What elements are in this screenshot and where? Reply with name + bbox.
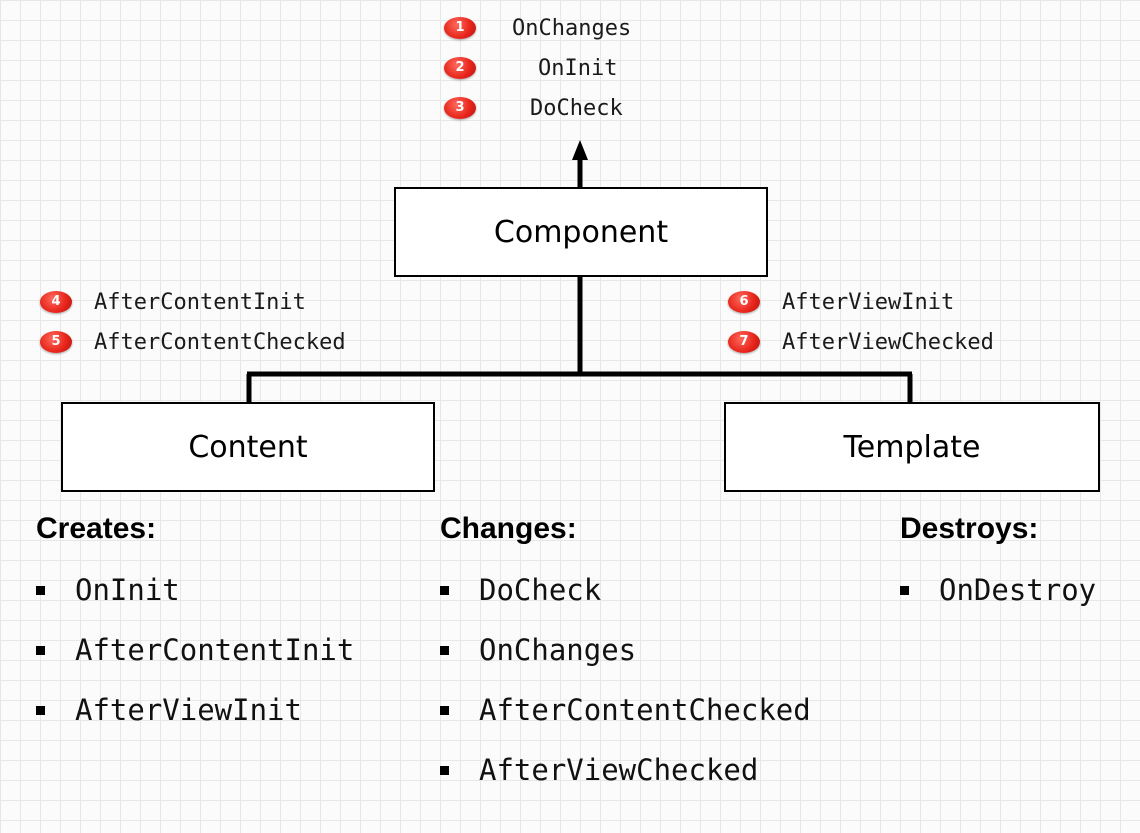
list-item: OnChanges: [440, 620, 811, 680]
template-box: Template: [724, 402, 1100, 492]
badge-2: 2: [444, 57, 476, 79]
hook-aftercontentinit: 4 AfterContentInit: [40, 288, 306, 316]
list-item-label: DoCheck: [479, 573, 602, 607]
list-item-label: OnInit: [75, 573, 180, 607]
list-item: AfterViewChecked: [440, 740, 811, 800]
list-item-label: AfterContentInit: [75, 633, 355, 667]
bullet-icon: [440, 765, 449, 775]
changes-heading: Changes:: [440, 512, 577, 545]
bullet-icon: [36, 705, 45, 715]
list-item: AfterContentChecked: [440, 680, 811, 740]
badge-7: 7: [728, 331, 760, 353]
hook-onchanges: 1 OnChanges: [444, 14, 631, 42]
hook-afterviewchecked: 7 AfterViewChecked: [728, 328, 994, 356]
changes-list: DoCheck OnChanges AfterContentChecked Af…: [440, 560, 811, 800]
hook-aftercontentchecked: 5 AfterContentChecked: [40, 328, 346, 356]
hook-oninit: 2 OnInit: [444, 54, 617, 82]
bullet-icon: [36, 585, 45, 595]
list-item: AfterContentInit: [36, 620, 354, 680]
badge-4: 4: [40, 291, 72, 313]
list-item: OnDestroy: [900, 560, 1096, 620]
badge-1: 1: [444, 17, 476, 39]
badge-5: 5: [40, 331, 72, 353]
hook-label: OnInit: [538, 55, 618, 81]
badge-6: 6: [728, 291, 760, 313]
hook-label: OnChanges: [512, 15, 632, 41]
list-item-label: AfterViewInit: [75, 693, 302, 727]
bullet-icon: [440, 705, 449, 715]
bullet-icon: [900, 585, 909, 595]
hook-docheck: 3 DoCheck: [444, 94, 623, 122]
component-box: Component: [394, 187, 768, 277]
destroys-heading: Destroys:: [900, 512, 1039, 545]
badge-3: 3: [444, 97, 476, 119]
hook-afterviewinit: 6 AfterViewInit: [728, 288, 954, 316]
arrow-head-icon: [572, 140, 588, 160]
bullet-icon: [440, 645, 449, 655]
hook-label: DoCheck: [530, 95, 623, 121]
list-item: AfterViewInit: [36, 680, 354, 740]
creates-list: OnInit AfterContentInit AfterViewInit: [36, 560, 354, 740]
creates-heading: Creates:: [36, 512, 157, 545]
destroys-list: OnDestroy: [900, 560, 1096, 620]
list-item: OnInit: [36, 560, 354, 620]
list-item-label: AfterViewChecked: [479, 753, 759, 787]
hook-label: AfterContentChecked: [94, 329, 346, 355]
bullet-icon: [440, 585, 449, 595]
list-item-label: AfterContentChecked: [479, 693, 811, 727]
list-item-label: OnChanges: [479, 633, 637, 667]
list-item-label: OnDestroy: [939, 573, 1097, 607]
content-box: Content: [61, 402, 435, 492]
hook-label: AfterViewChecked: [782, 329, 994, 355]
list-item: DoCheck: [440, 560, 811, 620]
bullet-icon: [36, 645, 45, 655]
hook-label: AfterContentInit: [94, 289, 306, 315]
hook-label: AfterViewInit: [782, 289, 955, 315]
